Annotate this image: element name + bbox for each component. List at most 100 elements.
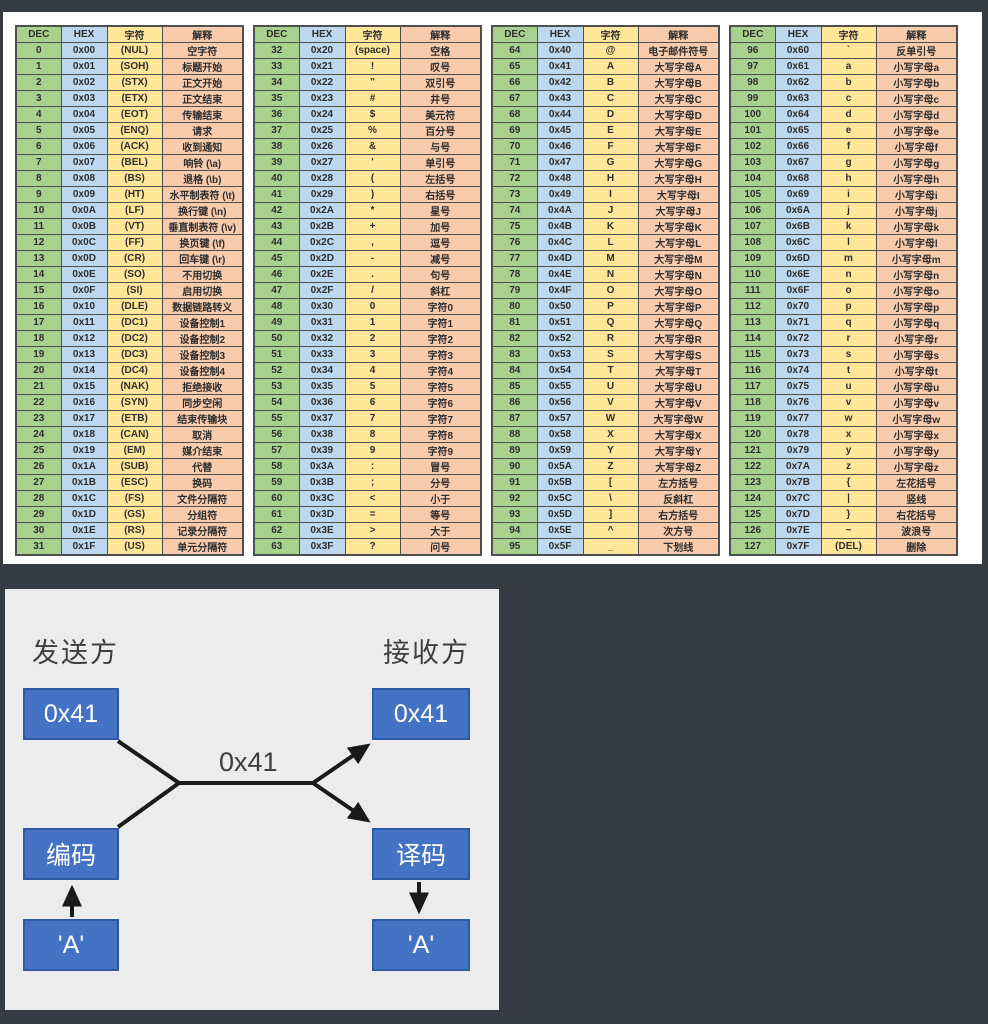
char-cell: A (582, 58, 639, 75)
hex-cell: 0x31 (298, 314, 346, 331)
char-cell: (SO) (106, 266, 163, 283)
char-cell: c (820, 90, 877, 107)
hex-cell: 0x1C (60, 490, 108, 507)
char-cell: i (820, 186, 877, 203)
desc-cell: 换页键 (\f) (161, 234, 244, 251)
char-cell: (EM) (106, 442, 163, 459)
char-cell: (FS) (106, 490, 163, 507)
dec-cell: 64 (491, 42, 538, 59)
char-cell: _ (582, 538, 639, 556)
char-cell: F (582, 138, 639, 155)
hex-cell: 0x35 (298, 378, 346, 395)
desc-cell: 反单引号 (875, 42, 958, 59)
desc-cell: 左花括号 (875, 474, 958, 491)
char-cell: (GS) (106, 506, 163, 523)
char-cell: 3 (344, 346, 401, 363)
dec-cell: 80 (491, 298, 538, 315)
dec-cell: 52 (253, 362, 300, 379)
channel-to-decode-arrow (311, 781, 371, 823)
char-cell: (NUL) (106, 42, 163, 59)
hex-cell: 0x4C (536, 234, 584, 251)
desc-cell: 字符0 (399, 298, 482, 315)
desc-cell: 大写字母S (637, 346, 720, 363)
dec-cell: 75 (491, 218, 538, 235)
char-cell: * (344, 202, 401, 219)
dec-cell: 22 (15, 394, 62, 411)
desc-cell: 小写字母s (875, 346, 958, 363)
desc-cell: 次方号 (637, 522, 720, 539)
hex-cell: 0x41 (536, 58, 584, 75)
char-cell: r (820, 330, 877, 347)
dec-cell: 34 (253, 74, 300, 91)
desc-cell: 大写字母Y (637, 442, 720, 459)
desc-cell: 字符4 (399, 362, 482, 379)
desc-cell: 句号 (399, 266, 482, 283)
hex-cell: 0x18 (60, 426, 108, 443)
char-cell: f (820, 138, 877, 155)
header-dec-cell: DEC (729, 25, 776, 43)
dec-cell: 111 (729, 282, 776, 299)
hex-cell: 0x07 (60, 154, 108, 171)
desc-cell: 小写字母v (875, 394, 958, 411)
header-char-cell: 字符 (344, 25, 401, 43)
header-hex-cell: HEX (536, 25, 584, 43)
desc-cell: 代替 (161, 458, 244, 475)
char-cell: (SYN) (106, 394, 163, 411)
char-cell: (DC4) (106, 362, 163, 379)
desc-cell: 大写字母L (637, 234, 720, 251)
dec-cell: 97 (729, 58, 776, 75)
dec-cell: 120 (729, 426, 776, 443)
hex-cell: 0x39 (298, 442, 346, 459)
desc-cell: 字符2 (399, 330, 482, 347)
dec-cell: 58 (253, 458, 300, 475)
desc-cell: 启用切换 (161, 282, 244, 299)
dec-cell: 96 (729, 42, 776, 59)
char-cell: ! (344, 58, 401, 75)
desc-cell: 标题开始 (161, 58, 244, 75)
dec-cell: 76 (491, 234, 538, 251)
dec-cell: 19 (15, 346, 62, 363)
header-desc-cell: 解释 (875, 25, 958, 43)
hex-cell: 0x0A (60, 202, 108, 219)
char-cell: H (582, 170, 639, 187)
header-hex-cell: HEX (298, 25, 346, 43)
dec-cell: 99 (729, 90, 776, 107)
hex-cell: 0x57 (536, 410, 584, 427)
hex-cell: 0x2E (298, 266, 346, 283)
char-cell: > (344, 522, 401, 539)
dec-cell: 112 (729, 298, 776, 315)
desc-cell: 小写字母j (875, 202, 958, 219)
desc-cell: 单元分隔符 (161, 538, 244, 556)
desc-cell: 小写字母o (875, 282, 958, 299)
dec-cell: 59 (253, 474, 300, 491)
dec-cell: 48 (253, 298, 300, 315)
sender-char-box: 'A' (23, 919, 119, 971)
dec-cell: 23 (15, 410, 62, 427)
dec-cell: 2 (15, 74, 62, 91)
char-cell: a (820, 58, 877, 75)
hex-cell: 0x26 (298, 138, 346, 155)
desc-cell: 正文开始 (161, 74, 244, 91)
dec-cell: 119 (729, 410, 776, 427)
